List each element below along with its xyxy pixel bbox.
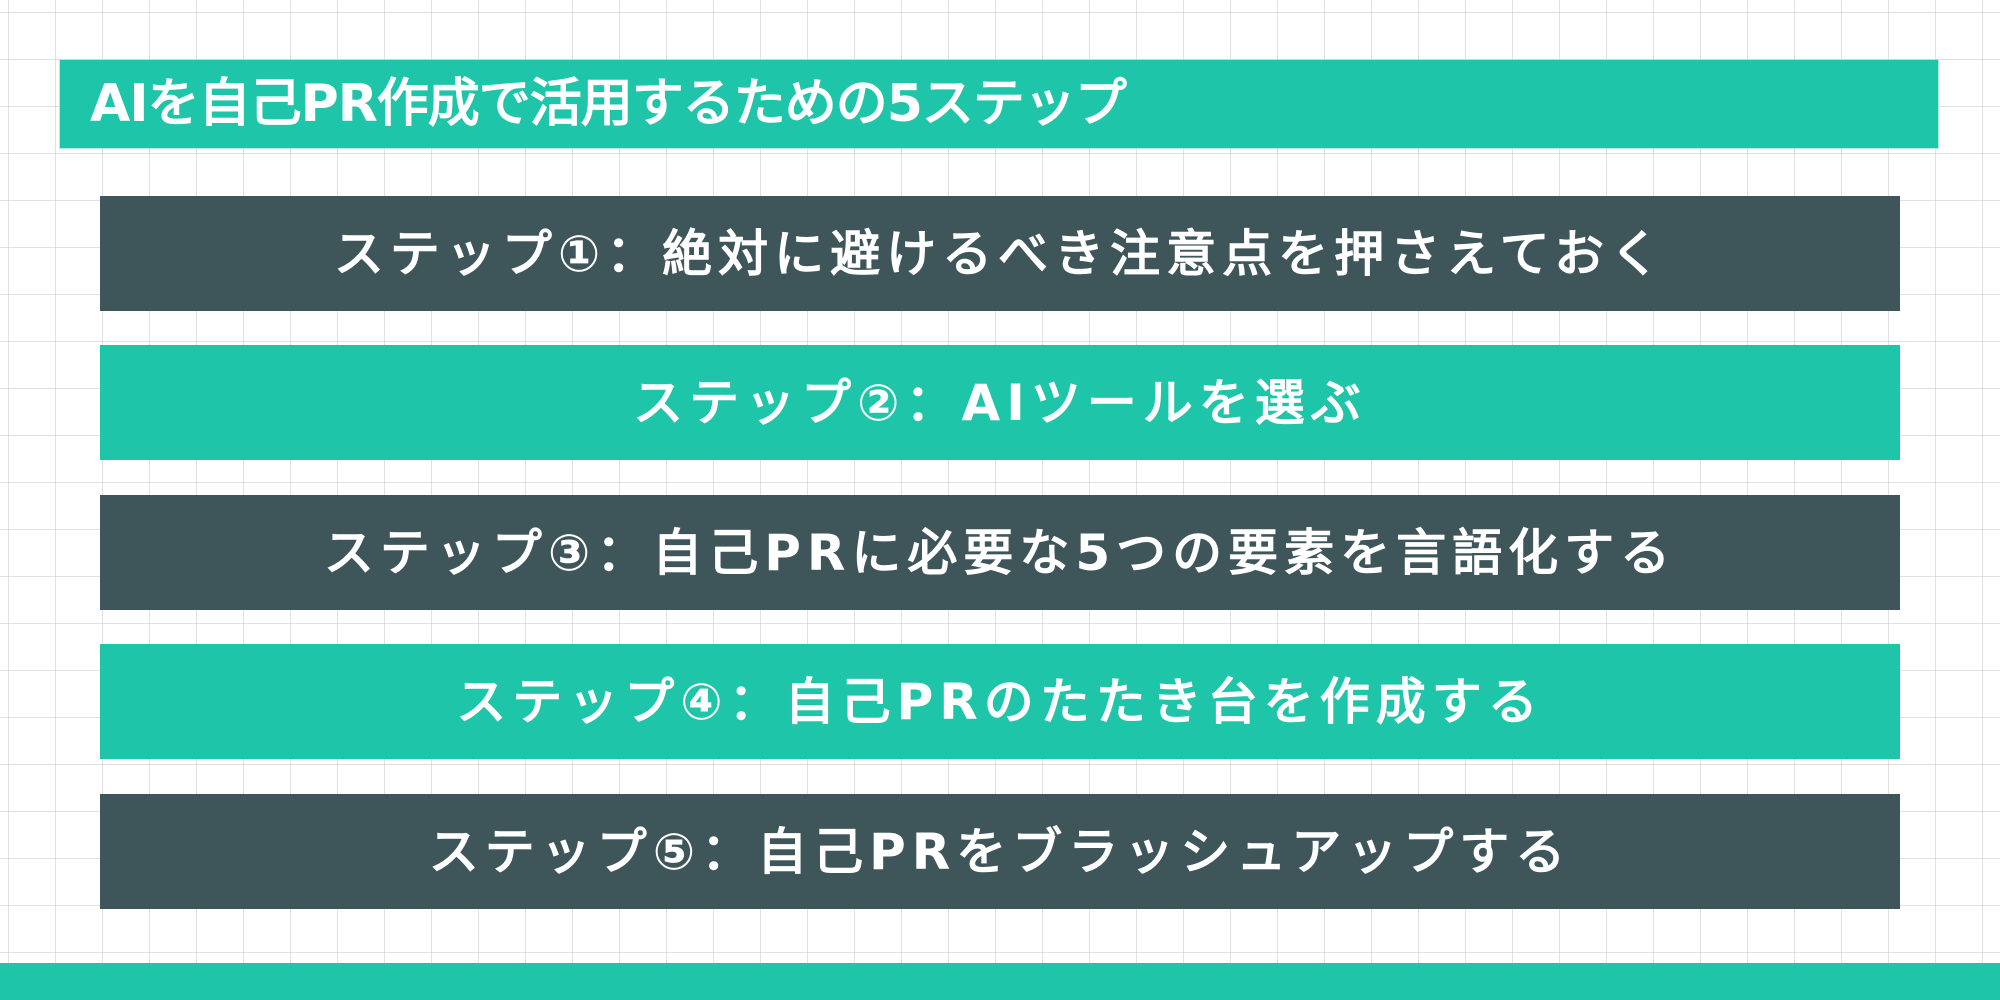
step-3-box: ステップ③：自己PRに必要な5つの要素を言語化する [100, 495, 1900, 610]
step-2-box: ステップ②：AIツールを選ぶ [100, 345, 1900, 460]
bottom-accent-band [0, 963, 2000, 1000]
step-4-label: ステップ④：自己PRのたたき台を作成する [456, 672, 1544, 731]
step-5-label: ステップ⑤：自己PRをブラッシュアップする [428, 822, 1572, 881]
step-2-label: ステップ②：AIツールを選ぶ [633, 373, 1367, 432]
step-3-label: ステップ③：自己PRに必要な5つの要素を言語化する [323, 523, 1677, 582]
step-4-box: ステップ④：自己PRのたたき台を作成する [100, 644, 1900, 759]
step-5-box: ステップ⑤：自己PRをブラッシュアップする [100, 794, 1900, 909]
step-1-box: ステップ①：絶対に避けるべき注意点を押さえておく [100, 196, 1900, 311]
page-title: AIを自己PR作成で活用するための5ステップ [90, 74, 1127, 134]
step-1-label: ステップ①：絶対に避けるべき注意点を押さえておく [333, 224, 1667, 283]
title-banner: AIを自己PR作成で活用するための5ステップ [60, 60, 1938, 148]
